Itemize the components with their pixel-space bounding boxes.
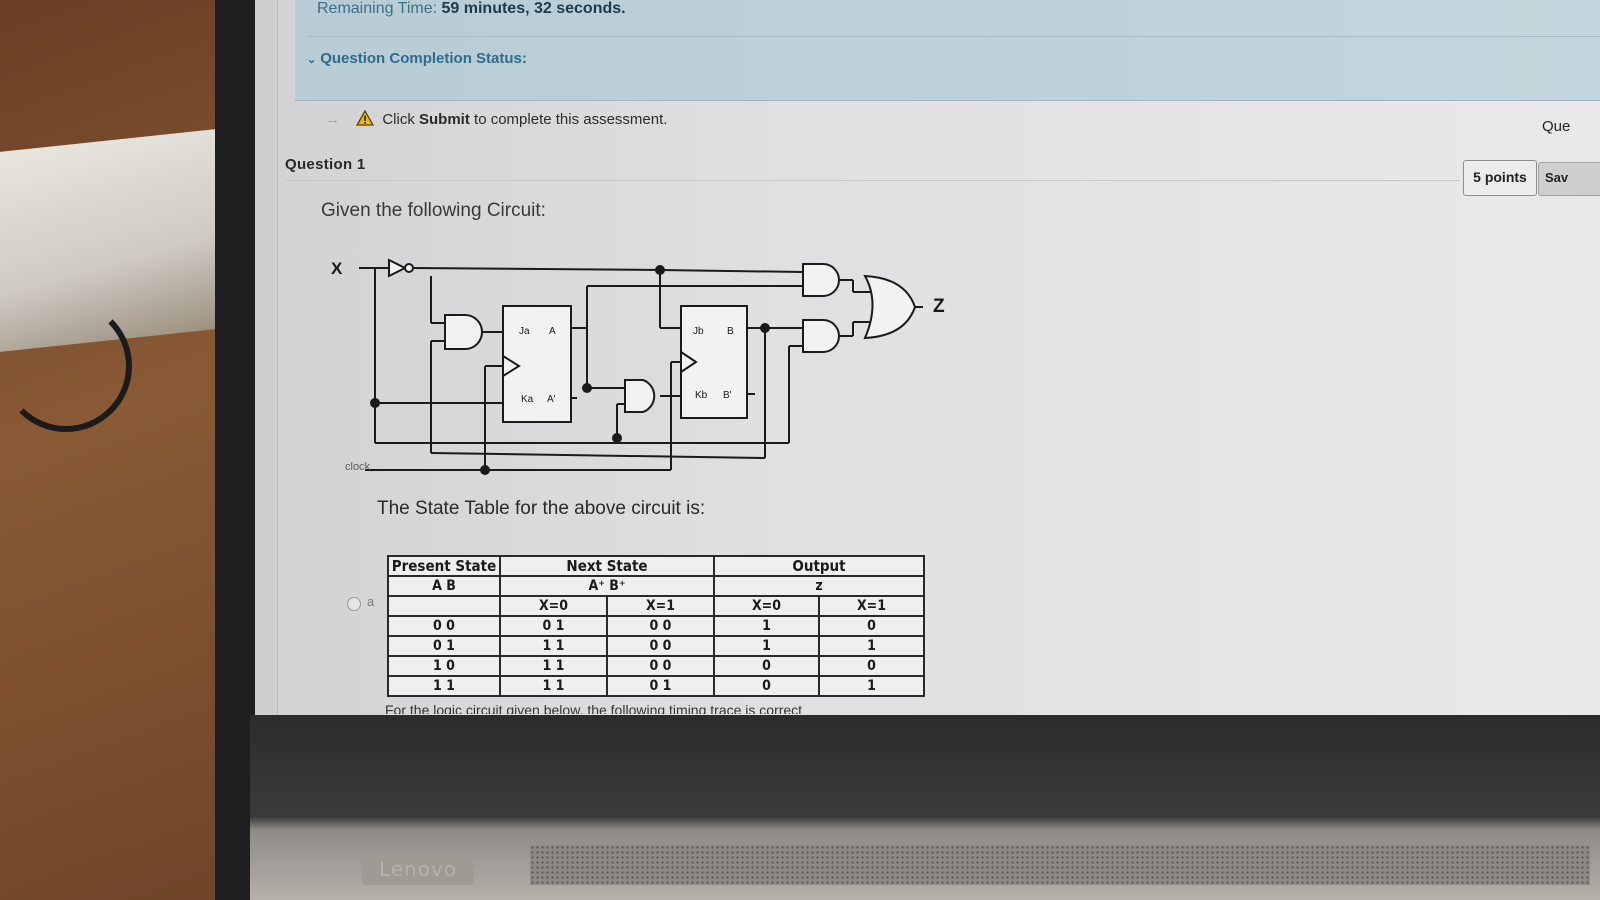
cell-out-x1: 1 xyxy=(818,675,925,697)
warning-icon xyxy=(356,110,375,126)
cell-out-x1: 1 xyxy=(818,635,925,657)
cell-next-x0: 0 1 xyxy=(499,615,608,637)
browser-screen: Remaining Time: 59 minutes, 32 seconds. … xyxy=(255,0,1600,715)
circuit-input-label: X xyxy=(331,259,343,278)
cell-out-x1: 0 xyxy=(818,615,925,637)
circuit-diagram: X Z clock Ja A Ka A' Jb B Kb B' xyxy=(331,258,945,475)
speaker-grille xyxy=(530,845,1590,885)
ff-a-k-label: Ka xyxy=(521,394,534,405)
table-row: 0 1 1 1 0 0 1 1 xyxy=(387,635,925,657)
instruction-prefix: Click xyxy=(382,111,415,128)
cell-out-x0: 0 xyxy=(713,655,820,677)
cell-out-x0: 0 xyxy=(713,675,820,697)
th-next-state: Next State xyxy=(499,555,715,577)
th-present-sub: A B xyxy=(387,575,501,597)
status-panel: Remaining Time: 59 minutes, 32 seconds. … xyxy=(295,0,1600,101)
cell-next-x1: 0 0 xyxy=(606,655,715,677)
th-out-x0: X=0 xyxy=(713,595,820,617)
completion-status-label: Question Completion Status: xyxy=(320,50,527,67)
cell-present: 0 0 xyxy=(387,615,501,637)
th-next-x1: X=1 xyxy=(606,595,715,617)
ff-b-k-label: Kb xyxy=(695,390,708,401)
remaining-time-value: 59 minutes, 32 seconds. xyxy=(441,0,626,17)
submit-instruction: → Click Submit to complete this assessme… xyxy=(325,110,667,128)
ff-a-qn-label: A' xyxy=(547,394,556,405)
next-question-text: For the logic circuit given below, the f… xyxy=(385,702,803,714)
table-row: 1 1 1 1 0 1 0 1 xyxy=(387,675,925,697)
ff-b-q-label: B xyxy=(727,326,734,337)
option-a-label[interactable]: a xyxy=(367,594,375,609)
circuit-output-label: Z xyxy=(933,296,945,317)
cell-out-x0: 1 xyxy=(713,635,820,657)
ff-b-j-label: Jb xyxy=(693,326,704,337)
cell-next-x0: 1 1 xyxy=(499,655,608,677)
header-divider xyxy=(285,180,1460,181)
ff-b-qn-label: B' xyxy=(723,390,732,401)
state-table-caption: The State Table for the above circuit is… xyxy=(377,498,706,519)
ff-a-j-label: Ja xyxy=(519,326,530,337)
remaining-time: Remaining Time: 59 minutes, 32 seconds. xyxy=(317,0,626,18)
cell-out-x0: 1 xyxy=(713,615,820,637)
completion-status-toggle[interactable]: ⌄Question Completion Status: xyxy=(307,50,527,67)
cell-next-x0: 1 1 xyxy=(499,635,608,657)
question-title: Question 1 xyxy=(285,156,366,173)
cell-present: 1 1 xyxy=(387,675,501,697)
cell-next-x0: 1 1 xyxy=(499,675,608,697)
th-output: Output xyxy=(713,555,925,577)
state-table: Present State Next State Output A B A⁺ B… xyxy=(387,555,925,697)
instruction-suffix: to complete this assessment. xyxy=(474,111,668,128)
th-empty xyxy=(387,595,501,617)
question-nav-label[interactable]: Que xyxy=(1542,118,1571,135)
th-next-sub: A⁺ B⁺ xyxy=(499,575,715,597)
remaining-time-label: Remaining Time: xyxy=(317,0,438,17)
points-badge: 5 points xyxy=(1463,160,1537,196)
th-present-state: Present State xyxy=(387,555,501,577)
cell-next-x1: 0 0 xyxy=(606,615,715,637)
question-prompt: Given the following Circuit: xyxy=(321,200,546,221)
cable xyxy=(0,300,132,432)
instruction-submit-word: Submit xyxy=(419,111,470,128)
table-row: 1 0 1 1 0 0 0 0 xyxy=(387,655,925,677)
panel-divider xyxy=(307,36,1600,37)
cell-next-x1: 0 0 xyxy=(606,635,715,657)
table-row: 0 0 0 1 0 0 1 0 xyxy=(387,615,925,637)
th-output-sub: z xyxy=(713,575,925,597)
circuit-clock-label: clock xyxy=(345,461,371,473)
cell-out-x1: 0 xyxy=(818,655,925,677)
chevron-down-icon: ⌄ xyxy=(307,54,317,66)
arrow-right-icon: → xyxy=(325,111,340,128)
th-next-x0: X=0 xyxy=(499,595,608,617)
save-answer-button[interactable]: Sav xyxy=(1538,162,1600,196)
ff-a-q-label: A xyxy=(549,326,556,337)
cell-present: 1 0 xyxy=(387,655,501,677)
th-out-x1: X=1 xyxy=(818,595,925,617)
option-a-radio[interactable] xyxy=(347,597,361,611)
brand-logo: Lenovo xyxy=(362,853,474,885)
cell-present: 0 1 xyxy=(387,635,501,657)
left-rail xyxy=(255,0,278,715)
cell-next-x1: 0 1 xyxy=(606,675,715,697)
